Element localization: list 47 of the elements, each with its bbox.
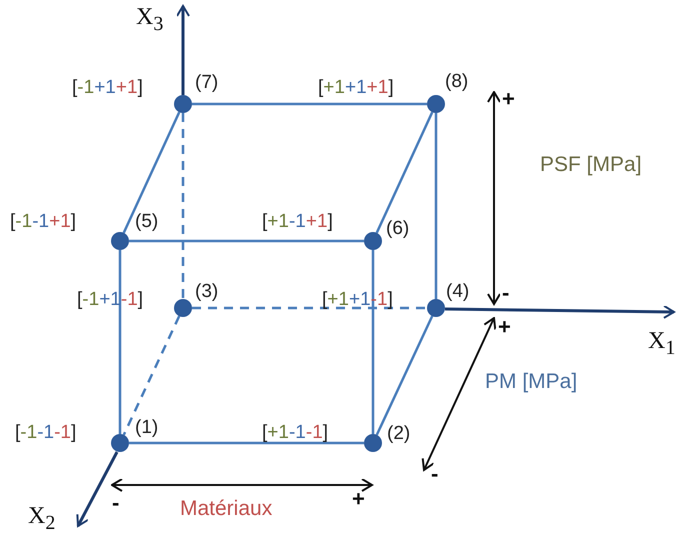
- coordinate-label: [+1+1+1]: [318, 77, 394, 99]
- edge-line: [376, 112, 434, 234]
- edge-line: [434, 113, 438, 299]
- axis-label: X$_{2}$: [28, 505, 56, 534]
- vertex-number: (8): [445, 71, 468, 93]
- edge-line: [118, 250, 122, 434]
- vertex-number: (4): [446, 281, 470, 303]
- vertex-number: (1): [135, 417, 158, 439]
- edge-line: [372, 250, 374, 434]
- edge-line: [129, 240, 364, 242]
- vertex-dot: [111, 434, 129, 452]
- axis-label: X$_{3}$: [136, 6, 164, 35]
- edge-line: [376, 316, 434, 436]
- dashed-edge-line: [182, 113, 184, 299]
- sign-label: -: [502, 282, 510, 304]
- coordinate-label: [-1-1+1]: [10, 211, 76, 233]
- dashed-edge-line: [192, 306, 427, 310]
- sign-label: -: [431, 463, 438, 485]
- axis-label: X$_{1}$: [648, 330, 676, 359]
- vertex-dot: [364, 232, 382, 250]
- vertex-number: (3): [195, 281, 218, 303]
- vertex-number: (6): [386, 218, 410, 240]
- edge-line: [192, 102, 427, 106]
- dimension-label: PM [MPa]: [485, 371, 578, 393]
- vertex-dot: [111, 232, 129, 250]
- coordinate-label: [-1+1+1]: [72, 77, 143, 99]
- sign-label: +: [498, 316, 511, 338]
- coordinate-label: [-1-1-1]: [15, 422, 76, 444]
- dimension-label: Matériaux: [180, 498, 272, 520]
- vertex-dot: [174, 95, 192, 113]
- edge-line: [122, 112, 180, 234]
- dimension-label: PSF [MPa]: [540, 154, 642, 176]
- coordinate-label: [+1-1+1]: [262, 211, 333, 233]
- sign-label: -: [112, 492, 120, 514]
- sign-label: +: [502, 88, 515, 110]
- sign-label: +: [352, 488, 365, 510]
- vertex-number: (5): [135, 211, 158, 233]
- vertex-dot: [364, 434, 382, 452]
- coordinate-label: [+1+1-1]: [322, 289, 393, 311]
- coordinate-label: [+1-1-1]: [262, 422, 328, 444]
- vertex-dot: [174, 299, 192, 317]
- vertex-number: (7): [195, 72, 218, 94]
- dashed-edge-line: [122, 316, 180, 436]
- vertex-number: (2): [387, 423, 410, 445]
- vertex-dot: [427, 299, 445, 317]
- edge-line: [129, 442, 364, 444]
- vertex-dot: [427, 95, 445, 113]
